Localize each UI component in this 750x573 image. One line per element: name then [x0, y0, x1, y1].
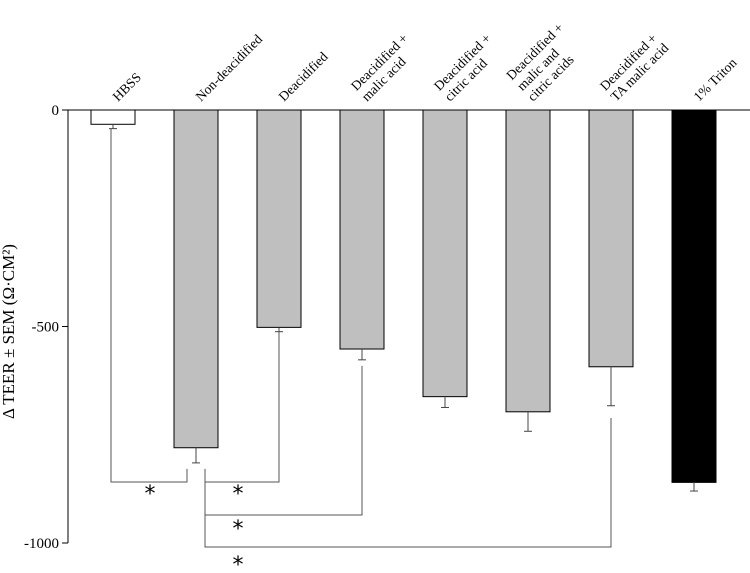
significance-star: * [145, 482, 156, 507]
category-label: Deacidified [276, 49, 331, 104]
significance-bracket [204, 365, 363, 516]
significance-bracket [110, 128, 188, 483]
category-label: HBSS [110, 70, 144, 104]
category-label: Non-deacidified [193, 31, 266, 104]
significance-star: * [233, 517, 244, 542]
bar-layer [90, 109, 717, 483]
y-tick-label: -1000 [24, 536, 59, 552]
bar [505, 109, 551, 413]
significance-bracket [204, 418, 612, 548]
bar [256, 109, 302, 328]
category-label-line: Deacidified [276, 49, 331, 104]
y-axis-title: Δ TEER ± SEM (Ω·CM²) [0, 244, 18, 419]
category-label: 1% Triton [691, 55, 740, 104]
category-label: Deacidified +TA malic acid [597, 31, 672, 105]
bar [422, 109, 468, 398]
category-label: Deacidified +citric acid [431, 31, 494, 105]
bar [173, 109, 219, 449]
category-label-line: 1% Triton [691, 55, 740, 104]
bar [339, 109, 385, 350]
significance-star: * [233, 553, 244, 573]
y-tick-label: 0 [52, 103, 60, 119]
category-label: Deacidified +malic acid [348, 31, 411, 105]
significance-star: * [233, 482, 244, 507]
y-tick-label: -500 [32, 320, 60, 336]
significance-bracket [204, 331, 280, 483]
bar [90, 109, 136, 125]
category-label-line: HBSS [110, 70, 144, 104]
bar [671, 109, 717, 483]
category-label-line: Non-deacidified [193, 31, 266, 104]
error-layer [109, 124, 698, 492]
significance-layer: * * * * [110, 128, 612, 573]
bar [588, 109, 634, 368]
